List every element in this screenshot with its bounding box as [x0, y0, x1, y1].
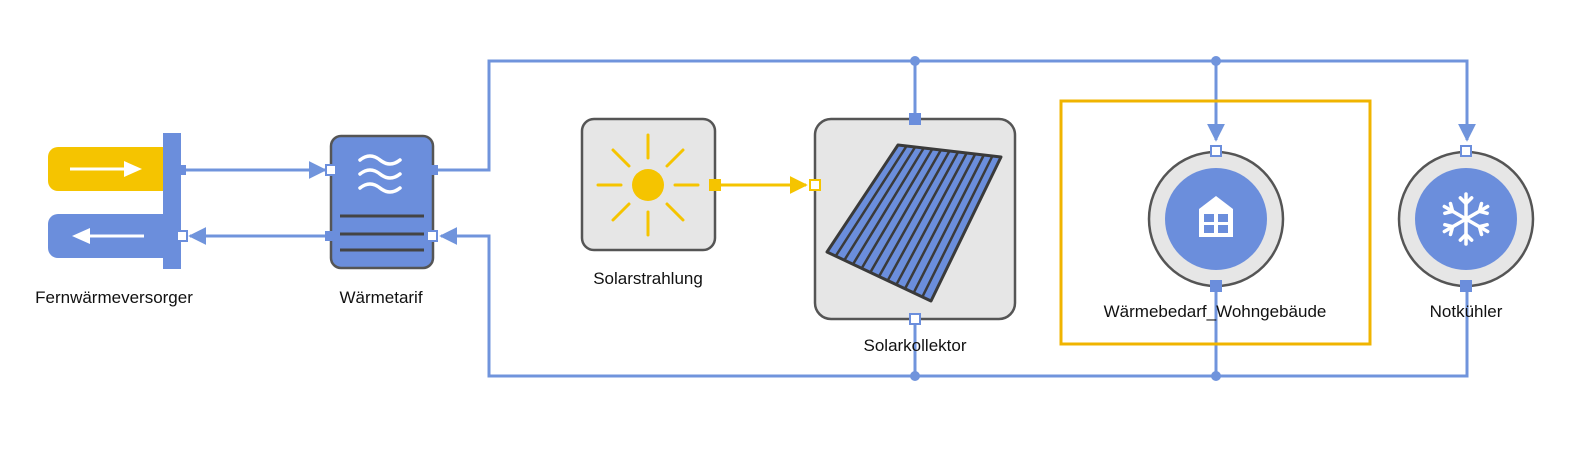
sun-icon	[596, 133, 700, 237]
node-notkuehler[interactable]: Notkühler	[1397, 145, 1535, 321]
notkuehler-port-in[interactable]	[1460, 145, 1472, 157]
node-waermetarif[interactable]: Wärmetarif	[325, 134, 438, 307]
tarif-port-in-return[interactable]	[426, 230, 438, 242]
connection-bottom-loop-to-tarif[interactable]	[439, 227, 1469, 378]
solarstrahlung-port-out[interactable]	[709, 179, 721, 191]
notkuehler-label: Notkühler	[1430, 302, 1503, 321]
junction-top-collector	[910, 56, 920, 66]
node-solarkollektor[interactable]: Solarkollektor	[809, 113, 1017, 355]
waermebedarf-port-in[interactable]	[1210, 145, 1222, 157]
tarif-port-in-supply[interactable]	[325, 164, 337, 176]
waermebedarf-port-out[interactable]	[1210, 280, 1222, 292]
snowflake-icon	[1442, 192, 1490, 246]
node-fernwaermeversorger[interactable]: Fernwärmeversorger	[35, 133, 193, 307]
district-heating-supply-icon	[48, 133, 181, 269]
tarif-port-out-return[interactable]	[325, 231, 335, 241]
fernwaerme-port-return[interactable]	[176, 230, 188, 242]
solarkollektor-port-radiation[interactable]	[809, 179, 821, 191]
solarstrahlung-label: Solarstrahlung	[593, 269, 703, 288]
node-solarstrahlung[interactable]: Solarstrahlung	[580, 117, 721, 288]
heat-tariff-icon	[329, 134, 435, 270]
connection-tarif-to-top-loop[interactable]	[433, 59, 1476, 172]
fernwaerme-label: Fernwärmeversorger	[35, 288, 193, 307]
building-icon	[1199, 196, 1233, 237]
solar-collector-icon	[825, 143, 1003, 303]
solarkollektor-port-bottom[interactable]	[909, 313, 921, 325]
fernwaerme-port-supply[interactable]	[176, 165, 186, 175]
solarkollektor-label: Solarkollektor	[864, 336, 967, 355]
connections	[180, 56, 1476, 381]
tarif-label: Wärmetarif	[339, 288, 422, 307]
tarif-port-out-supply[interactable]	[428, 165, 438, 175]
junction-bottom-demand	[1211, 371, 1221, 381]
waermebedarf-label: Wärmebedarf_Wohngebäude	[1104, 302, 1327, 321]
solarkollektor-port-top[interactable]	[909, 113, 921, 125]
node-waermebedarf[interactable]: Wärmebedarf_Wohngebäude	[1059, 99, 1372, 346]
junction-bottom-collector	[910, 371, 920, 381]
junction-top-demand	[1211, 56, 1221, 66]
selection-box	[1059, 99, 1372, 346]
notkuehler-port-out[interactable]	[1460, 280, 1472, 292]
